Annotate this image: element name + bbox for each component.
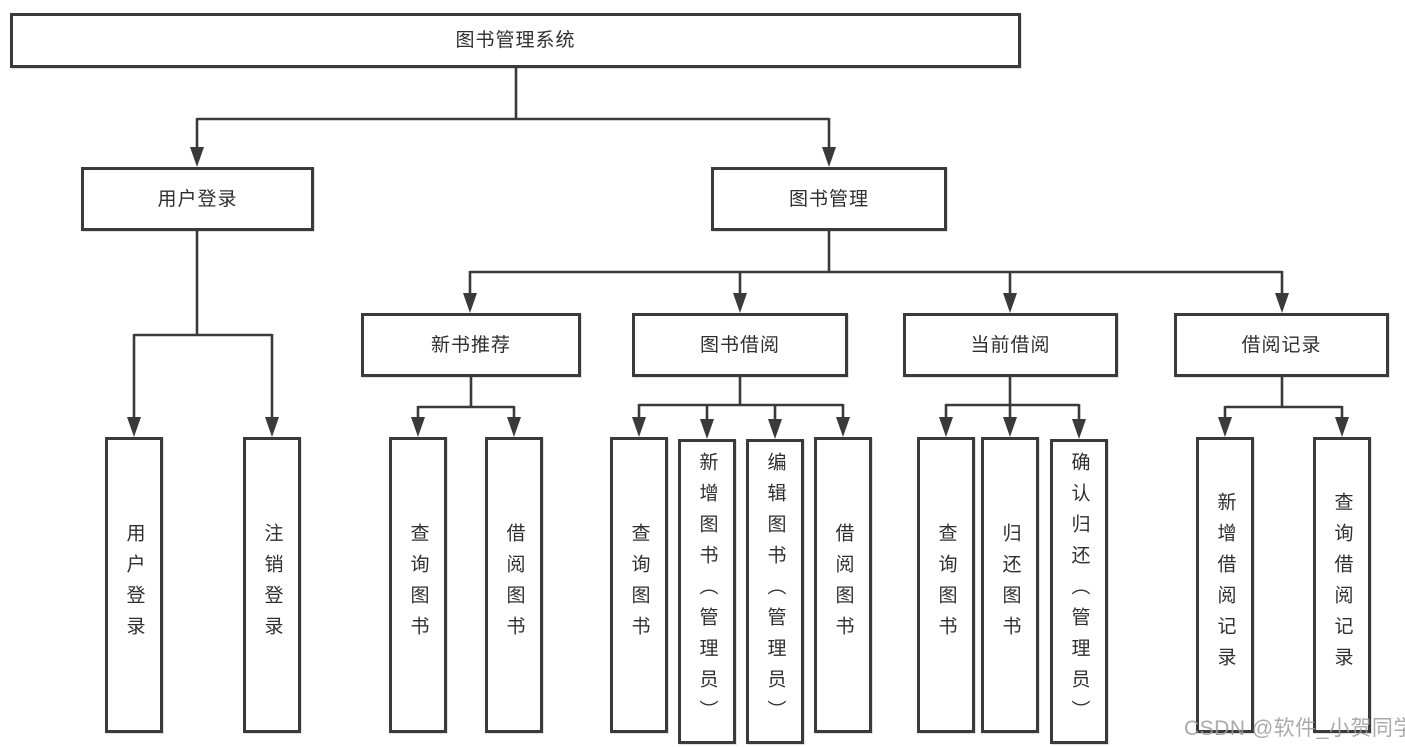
watermark: CSDN @软件_小贺同学 <box>1184 717 1405 740</box>
leaf-user-login: 用户登录 <box>105 437 163 733</box>
leaf-add-books-admin: 新增图书（管理员） <box>678 439 736 744</box>
node-current-borrowing: 当前借阅 <box>903 313 1118 377</box>
leaf-query-books-current: 查询图书 <box>917 437 975 733</box>
node-book-management: 图书管理 <box>711 167 947 231</box>
leaf-logout: 注销登录 <box>243 437 301 733</box>
leaf-borrow-books-borrowing: 借阅图书 <box>814 437 872 733</box>
leaf-query-books-recommendation: 查询图书 <box>389 437 447 733</box>
node-new-book-recommendation: 新书推荐 <box>361 313 581 377</box>
leaf-confirm-return-admin: 确认归还（管理员） <box>1050 439 1108 744</box>
leaf-query-books-borrowing: 查询图书 <box>610 437 668 733</box>
leaf-edit-books-admin: 编辑图书（管理员） <box>746 439 804 744</box>
node-book-borrowing: 图书借阅 <box>632 313 848 377</box>
leaf-return-books: 归还图书 <box>981 437 1039 733</box>
node-user-login: 用户登录 <box>81 167 314 231</box>
node-library-management-system: 图书管理系统 <box>10 13 1021 68</box>
leaf-borrow-books-recommendation: 借阅图书 <box>485 437 543 733</box>
leaf-add-borrowing-record: 新增借阅记录 <box>1196 437 1254 733</box>
node-borrowing-records: 借阅记录 <box>1174 313 1389 377</box>
leaf-query-borrowing-record: 查询借阅记录 <box>1313 437 1371 733</box>
